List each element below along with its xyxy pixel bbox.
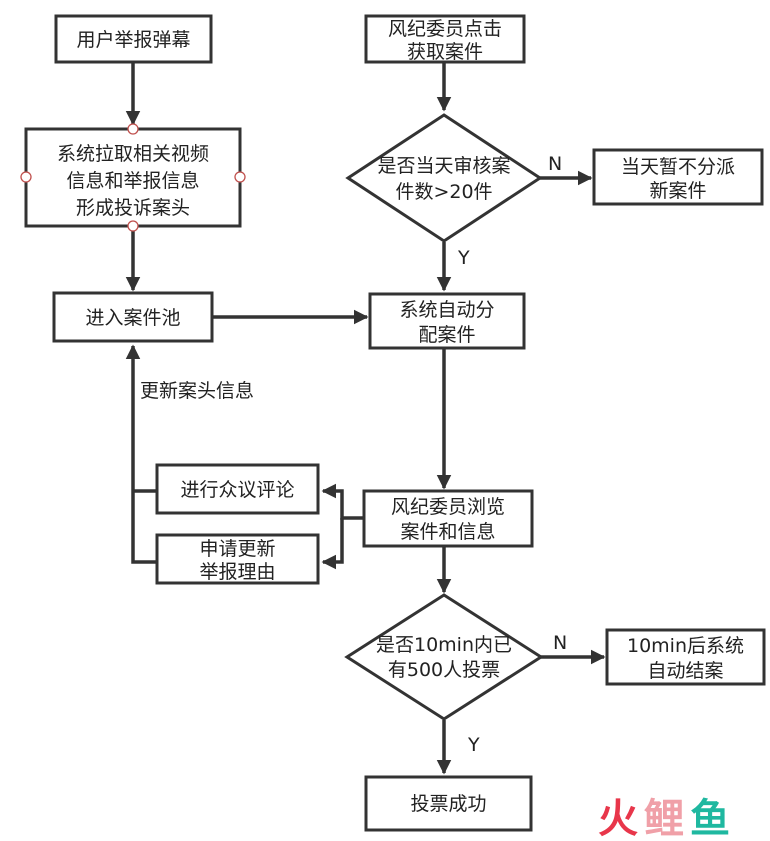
watermark-char-2: 鲤 xyxy=(644,796,684,841)
node-auto-close-line-2: 自动结案 xyxy=(647,660,723,682)
node-fetch-case[interactable]: 风纪委员点击 获取案件 xyxy=(364,14,526,64)
edge-label-vote-no: N xyxy=(553,632,567,654)
node-case-pool[interactable]: 进入案件池 xyxy=(52,291,214,343)
edges xyxy=(125,62,606,775)
node-no-new-case-line-1: 当天暂不分派 xyxy=(621,156,735,178)
edge-label-update-case-head: 更新案头信息 xyxy=(140,380,254,402)
node-pull-info[interactable]: 系统拉取相关视频 信息和举报信息 形成投诉案头 xyxy=(24,127,242,228)
node-daily-check[interactable]: 是否当天审核案 件数>20件 xyxy=(345,113,543,243)
node-daily-check-line-2: 件数>20件 xyxy=(395,181,492,203)
node-user-report[interactable]: 用户举报弹幕 xyxy=(54,14,213,64)
node-vote-check-line-1: 是否10min内已 xyxy=(376,634,512,656)
node-comment-line-1: 进行众议评论 xyxy=(180,479,294,501)
edge-label-daily-yes: Y xyxy=(457,247,470,269)
node-vote-check[interactable]: 是否10min内已 有500人投票 xyxy=(344,593,544,721)
node-fetch-case-line-2: 获取案件 xyxy=(407,41,483,63)
node-auto-close[interactable]: 10min后系统 自动结案 xyxy=(605,628,766,686)
selection-handles xyxy=(20,123,246,232)
watermark-char-3: 鱼 xyxy=(690,796,730,841)
node-comment[interactable]: 进行众议评论 xyxy=(155,463,320,515)
node-update-reason-line-1: 申请更新 xyxy=(199,538,275,560)
node-vote-check-line-2: 有500人投票 xyxy=(388,659,500,681)
node-auto-close-line-1: 10min后系统 xyxy=(627,635,744,657)
edge-label-vote-yes: Y xyxy=(467,734,480,756)
node-pull-info-line-1: 系统拉取相关视频 xyxy=(57,143,209,165)
node-vote-success-line-1: 投票成功 xyxy=(410,793,486,815)
handle-bottom xyxy=(127,220,139,232)
node-auto-assign-line-1: 系统自动分 xyxy=(399,299,494,321)
watermark-char-1: 火 xyxy=(598,796,638,841)
node-no-new-case[interactable]: 当天暂不分派 新案件 xyxy=(592,148,764,206)
node-vote-success[interactable]: 投票成功 xyxy=(364,775,533,832)
node-fetch-case-line-1: 风纪委员点击 xyxy=(388,18,502,40)
watermark: 火 鲤 鱼 xyxy=(598,796,730,841)
node-update-reason[interactable]: 申请更新 举报理由 xyxy=(155,533,320,585)
node-case-pool-line-1: 进入案件池 xyxy=(85,307,180,329)
node-pull-info-line-2: 信息和举报信息 xyxy=(66,170,199,192)
edge-browse-to-comment xyxy=(321,483,364,520)
handle-left xyxy=(20,171,32,183)
node-pull-info-line-3: 形成投诉案头 xyxy=(76,197,190,219)
node-auto-assign[interactable]: 系统自动分 配案件 xyxy=(368,292,526,350)
node-browse[interactable]: 风纪委员浏览 案件和信息 xyxy=(362,489,534,548)
handle-top xyxy=(127,123,139,135)
node-daily-check-line-1: 是否当天审核案 xyxy=(377,155,510,177)
node-user-report-line-1: 用户举报弹幕 xyxy=(76,29,190,51)
node-browse-line-1: 风纪委员浏览 xyxy=(391,496,505,518)
node-auto-assign-line-2: 配案件 xyxy=(418,324,475,346)
handle-right xyxy=(234,171,246,183)
edge-update-to-pool xyxy=(125,344,157,564)
edge-label-daily-no: N xyxy=(548,153,562,175)
node-browse-line-2: 案件和信息 xyxy=(400,521,495,543)
node-update-reason-line-2: 举报理由 xyxy=(199,561,275,583)
edge-browse-to-update xyxy=(321,518,344,570)
node-no-new-case-line-2: 新案件 xyxy=(649,180,706,202)
